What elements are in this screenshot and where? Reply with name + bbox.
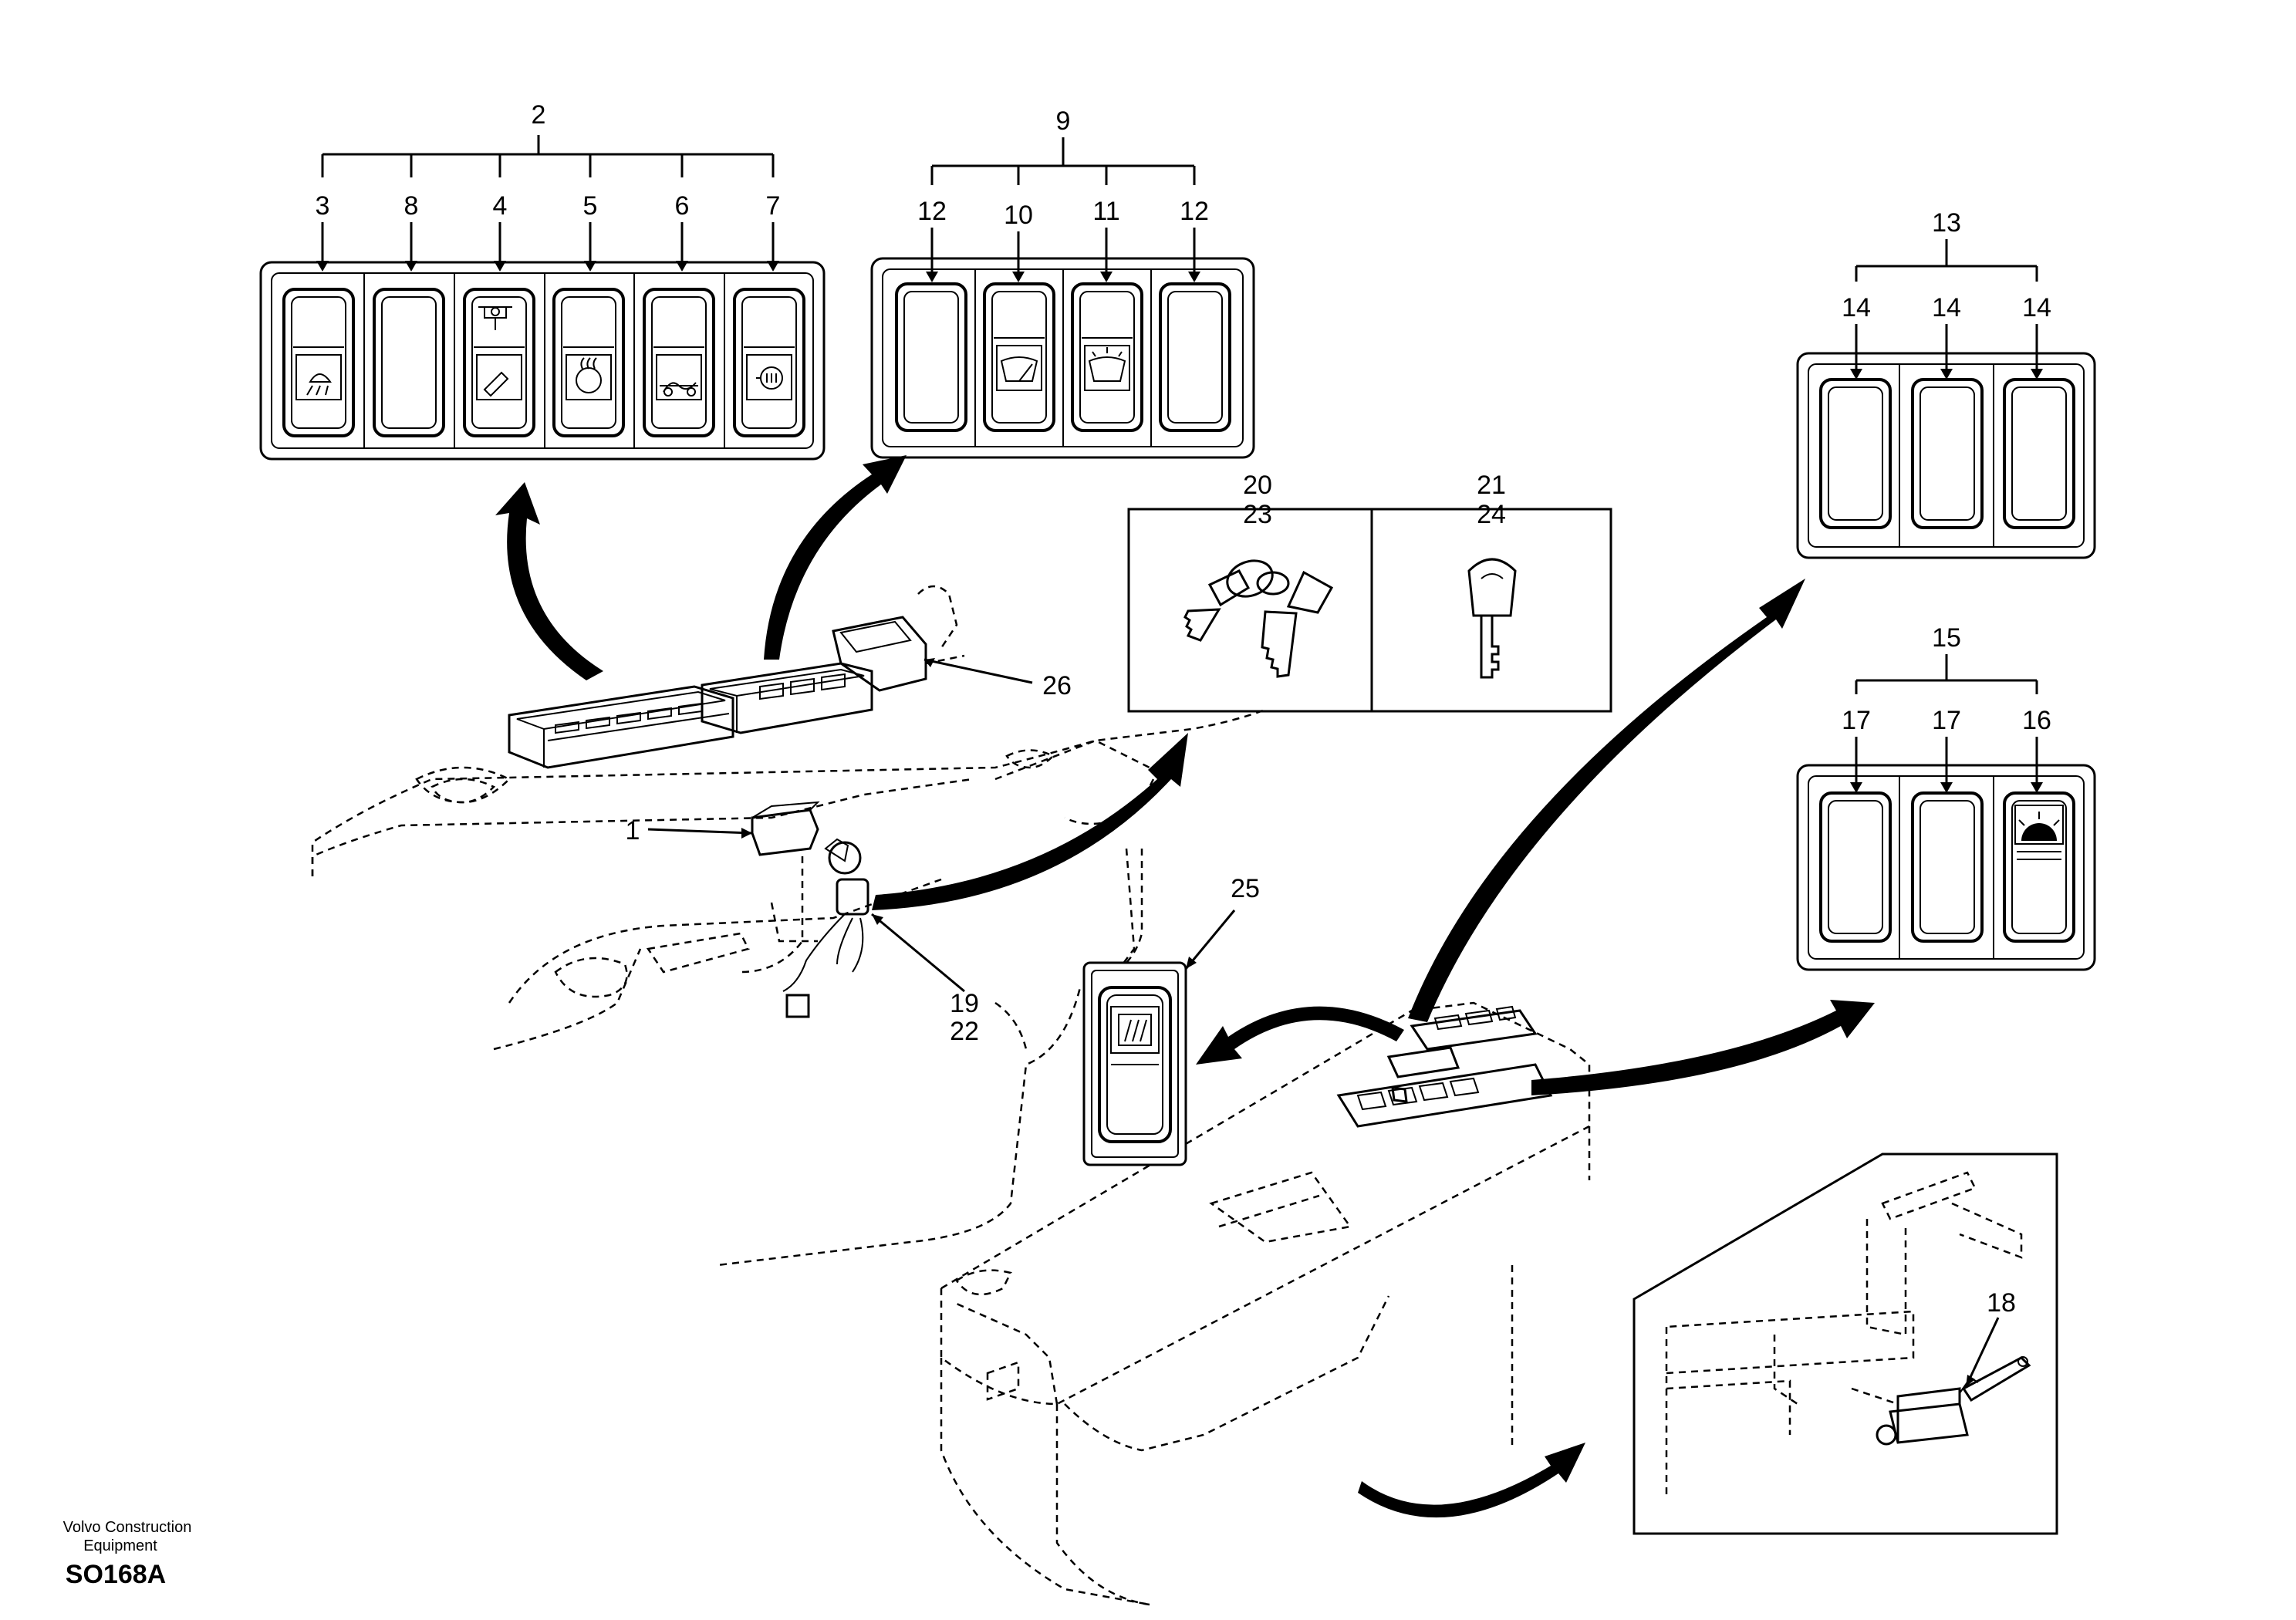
- company-name-line2: Equipment: [83, 1537, 157, 1554]
- callout-17-b: 17: [1932, 706, 1961, 735]
- callout-9: 9: [1056, 106, 1071, 136]
- drawing-code: SO168A: [66, 1560, 166, 1589]
- callout-3: 3: [316, 191, 330, 221]
- callout-17-a: 17: [1842, 706, 1871, 735]
- switch-panel-15: 15 17 17 16: [1796, 623, 2096, 971]
- defroster-switch-25: 25: [1082, 874, 1260, 1166]
- right-console: [940, 1001, 1591, 1606]
- left-console: [311, 708, 1266, 1267]
- rear-defroster-icon: [1110, 1006, 1160, 1065]
- hydraulic-hammer-icon: [474, 306, 525, 400]
- callout-4: 4: [493, 191, 508, 221]
- ignition-key-icon: [1183, 559, 1334, 678]
- callout-18: 18: [1987, 1288, 2016, 1318]
- fuel-filter-icon: [744, 346, 795, 400]
- callout-13: 13: [1932, 208, 1961, 238]
- company-name-line1: Volvo Construction: [63, 1519, 192, 1536]
- callout-7: 7: [766, 191, 781, 221]
- beacon-icon: [2014, 805, 2064, 860]
- callout-10: 10: [1004, 201, 1033, 230]
- switch-panel-13: 13 14 14 14: [1796, 208, 2096, 559]
- inset-box: 18: [1633, 1153, 2058, 1535]
- washer-icon: [1082, 337, 1133, 391]
- callout-5: 5: [583, 191, 598, 221]
- wiper-icon: [994, 337, 1045, 391]
- callout-11: 11: [1092, 197, 1119, 226]
- limit-switch-18: [1876, 1356, 2031, 1446]
- callout-26: 26: [1042, 671, 1072, 700]
- flow-arrows: [495, 455, 1875, 1518]
- callout-19: 19: [950, 989, 979, 1018]
- callout-6: 6: [675, 191, 690, 221]
- callout-1: 1: [626, 816, 640, 845]
- callout-12-left: 12: [917, 197, 947, 226]
- callout-15: 15: [1932, 623, 1961, 653]
- callout-14-c: 14: [2022, 293, 2051, 322]
- switch-panel-9: 9 12 10 11 12: [870, 106, 1255, 459]
- switch-panel-2: 2 3 8 4 5 6 7: [259, 100, 826, 461]
- callout-2: 2: [532, 100, 546, 130]
- console-switch-panels: 26: [508, 585, 1072, 769]
- callout-21: 21: [1477, 471, 1506, 500]
- callout-20: 20: [1243, 471, 1272, 500]
- footer: Volvo Construction Equipment SO168A: [63, 1519, 192, 1589]
- travel-alarm-icon: [653, 346, 704, 400]
- callout-14-b: 14: [1932, 293, 1961, 322]
- callout-16: 16: [2022, 706, 2051, 735]
- callout-23: 23: [1243, 500, 1272, 529]
- ignition-switch-assembly: 1 19 22: [626, 801, 979, 1046]
- callout-25: 25: [1231, 874, 1260, 903]
- callout-8: 8: [404, 191, 419, 221]
- callout-24: 24: [1477, 500, 1506, 529]
- callout-12-right: 12: [1180, 197, 1209, 226]
- keys-box: 20 23 21 24: [1127, 471, 1612, 713]
- work-light-icon: [293, 346, 344, 400]
- callout-14-a: 14: [1842, 293, 1871, 322]
- callout-22: 22: [950, 1017, 979, 1046]
- key-icon: [1467, 558, 1517, 679]
- engine-preheat-icon: [563, 346, 614, 400]
